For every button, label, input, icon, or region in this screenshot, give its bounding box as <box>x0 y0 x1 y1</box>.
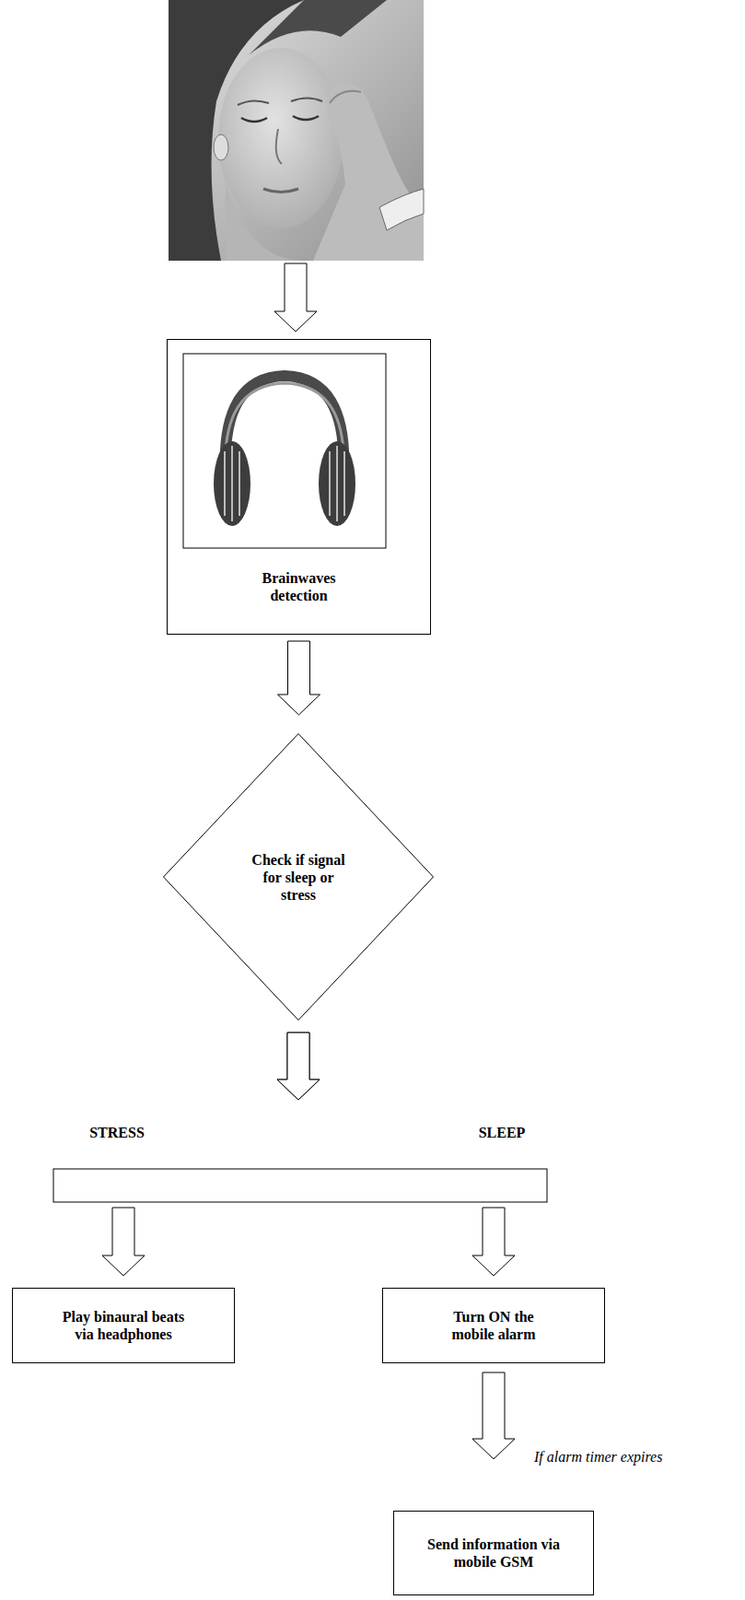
block-arrow <box>472 1207 515 1276</box>
cup-stripes <box>224 445 240 522</box>
block-arrow <box>274 263 317 332</box>
eyebrow <box>237 100 269 105</box>
face <box>218 47 344 229</box>
text-holder: Brainwaves detection <box>167 549 431 624</box>
ear-cup <box>318 441 356 526</box>
hand <box>313 81 424 261</box>
neck <box>225 184 304 261</box>
process-box: Send information via mobile GSM <box>393 1510 594 1595</box>
node-text: Check if signal for sleep or stress <box>246 850 350 904</box>
finger <box>329 91 361 104</box>
nose <box>276 128 282 164</box>
block-arrow <box>472 1372 515 1459</box>
earring <box>213 134 229 161</box>
photo-background <box>168 0 424 261</box>
node-text: Send information via mobile GSM <box>415 1535 572 1571</box>
flow-connector <box>472 1372 515 1459</box>
decision-diamond: Check if signal for sleep or stress <box>162 733 434 1021</box>
node-text: Play binaural beats via headphones <box>54 1307 193 1343</box>
split-bar <box>53 1168 548 1202</box>
process-box: Turn ON the mobile alarm <box>382 1287 606 1363</box>
node-text: Brainwaves detection <box>250 569 348 605</box>
flow-connector <box>277 1032 515 1276</box>
flow-connector <box>102 1032 320 1276</box>
block-arrow <box>102 1207 145 1276</box>
headphones-picture <box>183 353 386 548</box>
node-text: Turn ON the mobile alarm <box>438 1307 549 1343</box>
bracelet <box>379 188 424 231</box>
woman-photo <box>168 0 424 261</box>
mouth <box>263 188 299 193</box>
diamond-shape <box>163 733 434 1021</box>
block-arrow <box>277 1032 320 1100</box>
ear-cup <box>213 441 251 526</box>
closed-eye <box>241 117 268 122</box>
closed-eye <box>292 116 319 120</box>
edge-label: If alarm timer expires <box>532 1447 664 1466</box>
flow-connector <box>278 640 321 715</box>
eyebrow <box>291 98 323 103</box>
block-arrow <box>278 640 321 715</box>
process-box: Play binaural beats via headphones <box>11 1287 235 1363</box>
cup-stripes <box>329 445 345 522</box>
block-arrow <box>277 1032 320 1100</box>
edge-label: SLEEP <box>477 1123 528 1141</box>
process-box: Brainwaves detection <box>166 338 431 635</box>
edge-label: STRESS <box>87 1123 147 1141</box>
picture-frame <box>183 353 386 548</box>
hair <box>248 0 387 56</box>
